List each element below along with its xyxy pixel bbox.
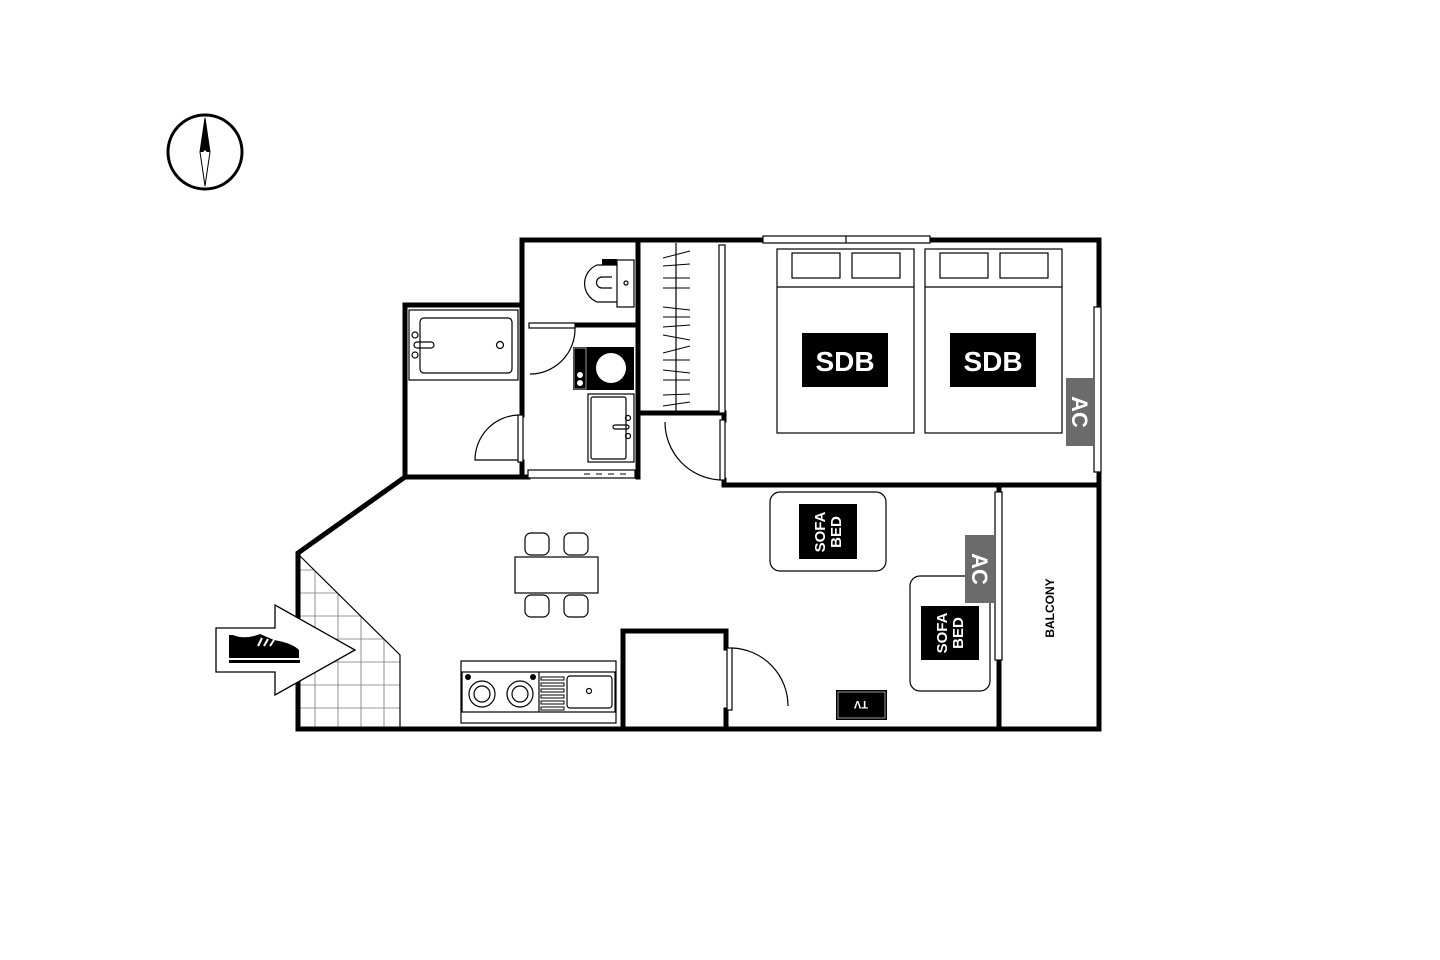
compass-icon [166,113,244,191]
washing-machine [573,347,634,390]
kitchen-counter [460,660,617,724]
sofa-label-line2: BED [828,516,845,548]
windows [527,235,1102,661]
ac-unit-living: AC [965,535,995,603]
bed-2: SDB [924,248,1063,434]
sofa-bed-2: SOFA BED [909,575,991,692]
sofa-label-line1: SOFA [934,612,951,653]
tv: TV [836,690,887,720]
tv-label: TV [853,698,868,710]
dining-table [514,532,599,618]
doors [474,322,789,711]
ac-label: AC [967,553,992,585]
sofa-label-line2: BED [950,617,967,649]
wash-basin [587,393,635,463]
balcony-label: BALCONY [1043,578,1057,637]
bed-label: SDB [963,346,1022,377]
sofa-label-line1: SOFA [812,511,829,552]
bed-1: SDB [776,248,915,434]
sofa-bed-1: SOFA BED [769,491,887,572]
bed-label: SDB [815,346,874,377]
entrance-arrow-icon [215,603,357,697]
ac-label: AC [1067,396,1092,428]
toilet [584,259,635,308]
ac-unit-bedroom: AC [1066,378,1094,446]
wardrobe [662,243,726,414]
bathtub [408,309,519,381]
